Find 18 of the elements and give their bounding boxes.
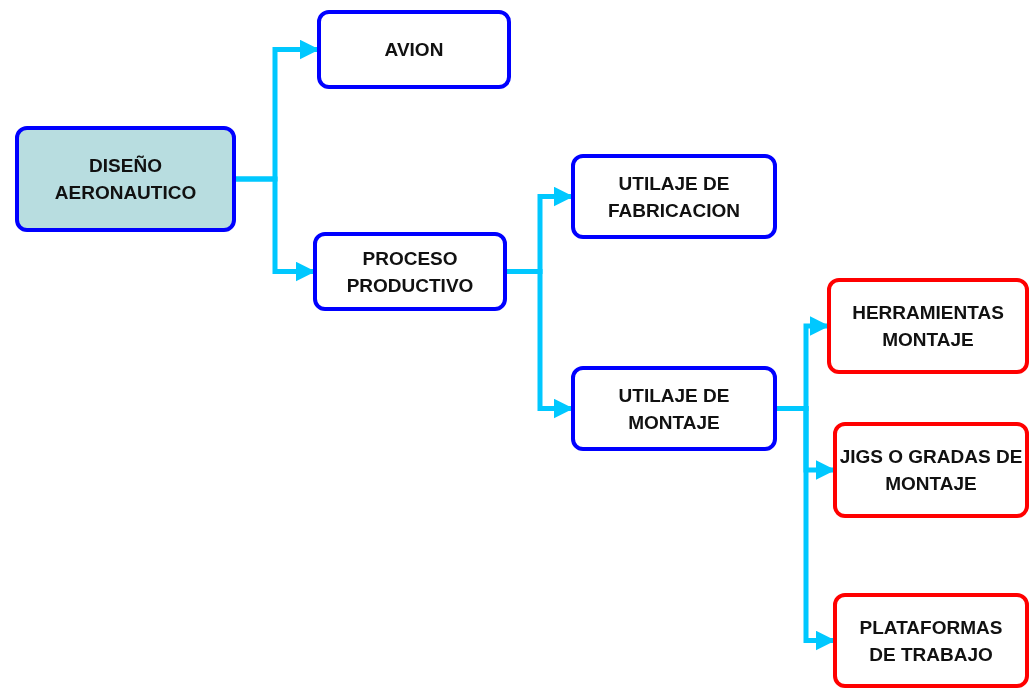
connector-arrow [507, 269, 574, 419]
box-label: AVION [384, 38, 444, 62]
process-box [317, 10, 511, 89]
box-label: HERRAMIENTAS MONTAJE [851, 301, 1005, 352]
process-box [833, 422, 1029, 518]
connector-arrow [777, 406, 836, 651]
box-label: PLATAFORMAS DE TRABAJO [858, 615, 1004, 667]
box-label: UTILAJE DE FABRICACION [607, 171, 741, 223]
box-label: PROCESO PRODUCTIVO [345, 246, 475, 298]
process-box [313, 232, 507, 311]
box-label: UTILAJE DE MONTAJE [617, 383, 731, 435]
box-label: DISEÑO AERONAUTICO [53, 154, 198, 205]
process-box [571, 366, 777, 451]
process-box [827, 278, 1029, 374]
process-box [833, 593, 1029, 688]
box-label: JIGS O GRADAS DE MONTAJE [838, 445, 1024, 496]
process-box [15, 126, 236, 232]
process-box [571, 154, 777, 239]
